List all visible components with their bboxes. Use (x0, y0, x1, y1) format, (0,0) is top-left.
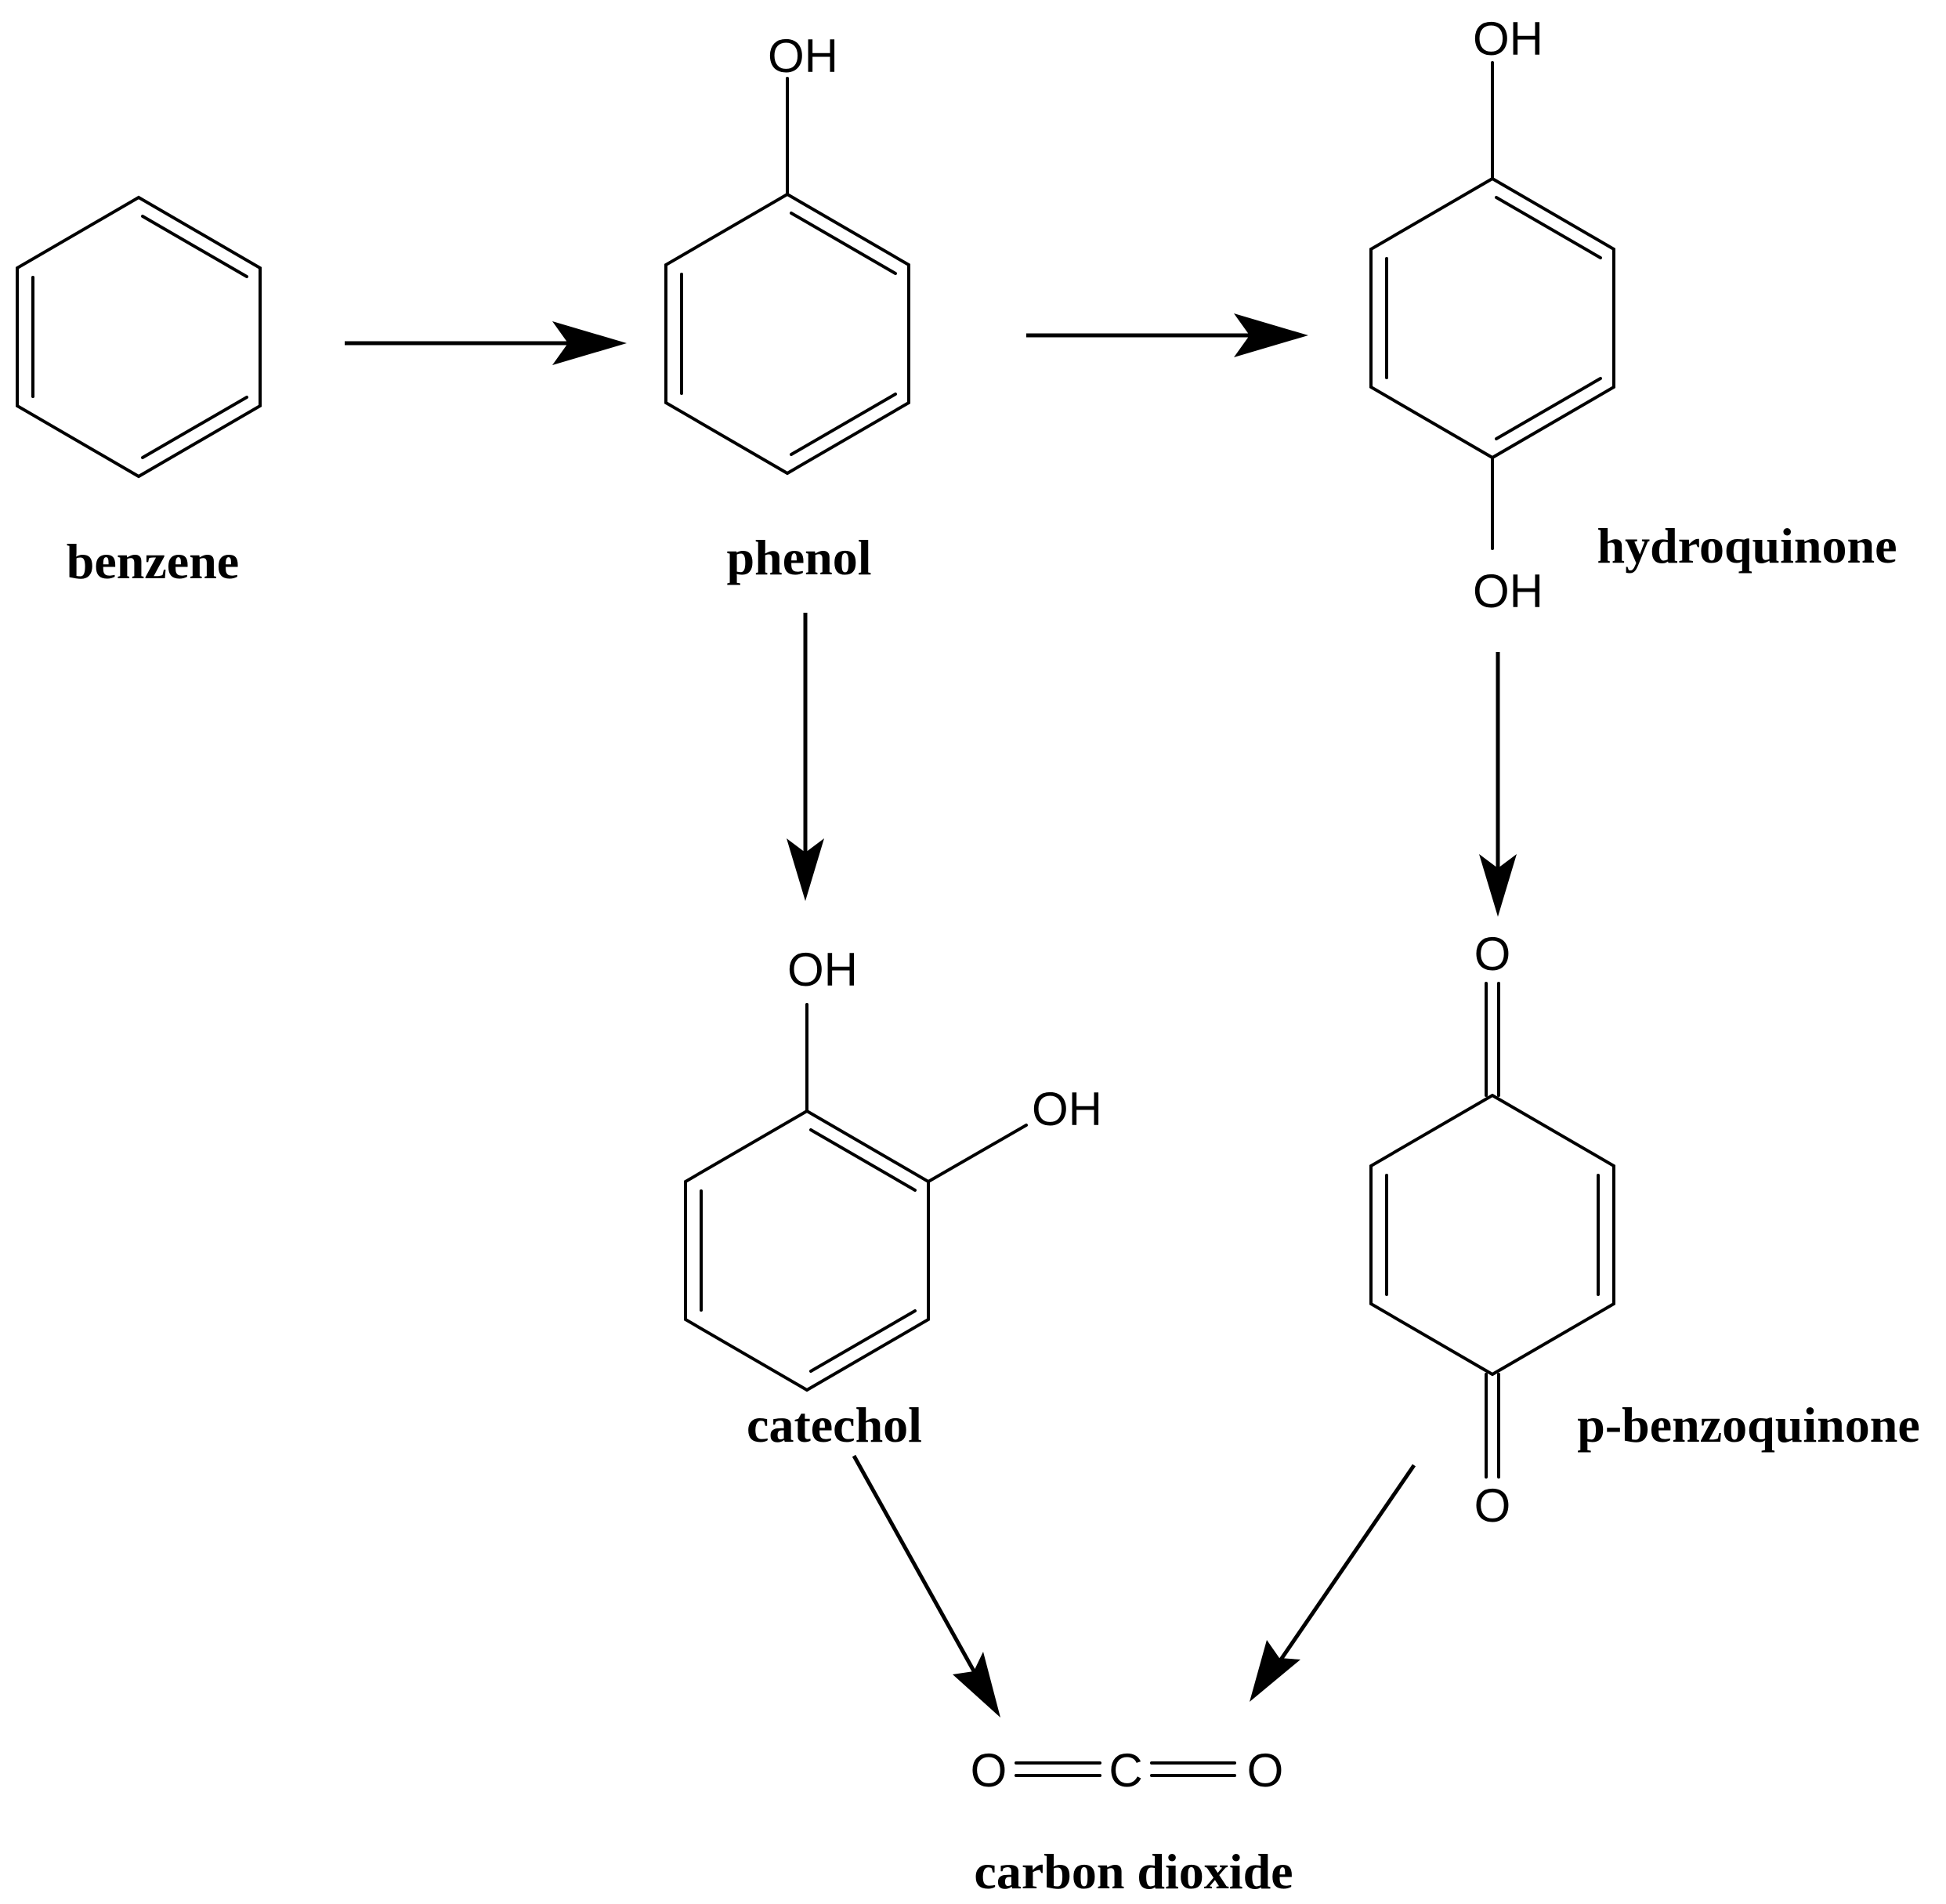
arrow-benzoquinone-to-co2 (1250, 1464, 1416, 1702)
catechol-structure (684, 1003, 1028, 1392)
co2-o-right-label: O (1247, 1744, 1284, 1797)
benzene-structure (16, 195, 262, 479)
phenol-structure (664, 77, 910, 476)
carbon-dioxide-label: carbon dioxide (974, 1844, 1293, 1899)
arrow-benzene-to-phenol (345, 321, 627, 365)
catechol-oh-2-label: OH (1032, 1083, 1102, 1135)
p-benzoquinone-o-bottom-label: O (1474, 1479, 1511, 1532)
hydroquinone-oh-bottom-label: OH (1473, 565, 1543, 617)
p-benzoquinone-o-top-label: O (1474, 928, 1511, 980)
benzene-label: benzene (67, 534, 239, 589)
hydroquinone-label: hydroquinone (1597, 518, 1897, 574)
catechol-oh-1-label: OH (787, 943, 858, 996)
co2-o-left-label: O (971, 1744, 1007, 1797)
p-benzoquinone-structure (1369, 982, 1615, 1479)
p-benzoquinone-label: p-benzoquinone (1577, 1397, 1919, 1453)
arrow-hydroquinone-to-benzoquinone (1479, 652, 1517, 917)
co2-c-label: C (1109, 1744, 1142, 1797)
arrow-phenol-to-catechol (787, 613, 824, 901)
arrow-phenol-to-hydroquinone (1026, 313, 1308, 357)
phenol-label: phenol (727, 530, 872, 585)
arrow-catechol-to-co2 (852, 1454, 1000, 1718)
hydroquinone-structure (1369, 61, 1615, 550)
catechol-label: catechol (747, 1397, 922, 1453)
carbon-dioxide-structure (1015, 1761, 1236, 1777)
phenol-oh-label: OH (768, 30, 838, 82)
hydroquinone-oh-top-label: OH (1473, 13, 1543, 65)
